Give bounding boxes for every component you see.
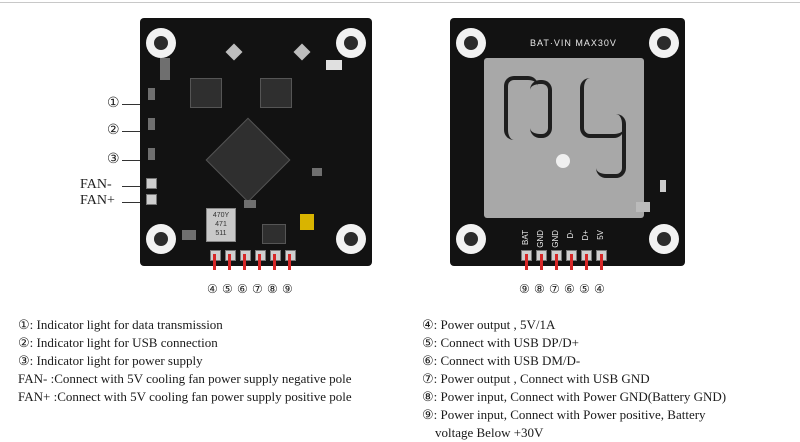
indicator-led-icon — [148, 88, 155, 100]
wire-icon — [243, 254, 246, 270]
mount-hole-icon — [456, 224, 486, 254]
leader-line-fan-minus — [122, 186, 146, 187]
legend-item: voltage Below +30V — [422, 425, 544, 440]
pin-label-d-plus: D+ — [581, 230, 590, 241]
label-indicator-2: ② — [107, 123, 120, 138]
trace-line — [580, 78, 624, 138]
inductor-text: 471 — [215, 221, 227, 228]
led-icon — [225, 43, 243, 61]
trace-line — [596, 114, 626, 178]
trace-line — [530, 80, 552, 138]
legend-item: ④: Power output , 5V/1A — [422, 317, 556, 332]
inductor-icon: 470Y 471 511 — [206, 208, 236, 242]
led-icon — [293, 43, 311, 61]
pin-number: ⑤ — [579, 282, 590, 296]
mount-hole-icon — [336, 28, 366, 58]
pin-number: ⑨ — [282, 282, 293, 296]
wire-icon — [555, 254, 558, 270]
pin-number: ④ — [207, 282, 218, 296]
pin-number: ⑧ — [267, 282, 278, 296]
smd-part-icon — [182, 230, 196, 240]
leader-line-2 — [122, 131, 146, 132]
legend-item: ③: Indicator light for power supply — [18, 353, 203, 368]
pin-number: ⑥ — [237, 282, 248, 296]
wire-icon — [570, 254, 573, 270]
pin-label-gnd: GND — [536, 230, 545, 248]
wire-icon — [525, 254, 528, 270]
copper-shield-area — [484, 58, 644, 218]
regulator-chip-icon — [190, 78, 222, 108]
leader-line-fan-plus — [122, 202, 146, 203]
mount-hole-icon — [649, 28, 679, 58]
pin-number: ⑥ — [564, 282, 575, 296]
pin-number: ⑤ — [222, 282, 233, 296]
fan-pad-icon — [146, 194, 157, 205]
legend-item: FAN+ :Connect with 5V cooling fan power … — [18, 389, 352, 404]
fan-pad-icon — [146, 178, 157, 189]
leader-line-3 — [122, 160, 146, 161]
pin-number: ⑨ — [519, 282, 530, 296]
usb-chip-icon — [262, 224, 286, 244]
label-pad-icon — [326, 60, 342, 70]
regulator-chip-icon — [260, 78, 292, 108]
smd-part-icon — [660, 180, 666, 192]
top-divider — [0, 2, 800, 3]
indicator-led-icon — [148, 118, 155, 130]
indicator-led-icon — [148, 148, 155, 160]
legend-item: ⑥: Connect with USB DM/D- — [422, 353, 581, 368]
pin-number: ⑦ — [252, 282, 263, 296]
smd-part-icon — [636, 202, 650, 212]
leader-line-1 — [122, 104, 146, 105]
via-icon — [556, 154, 570, 168]
legend-item: ②: Indicator light for USB connection — [18, 335, 218, 350]
legend-left: ①: Indicator light for data transmission… — [18, 316, 352, 406]
smd-part-icon — [244, 200, 256, 208]
capacitor-icon — [300, 214, 314, 230]
wire-icon — [585, 254, 588, 270]
wire-icon — [288, 254, 291, 270]
inductor-text: 470Y — [212, 212, 230, 219]
legend-item: ⑨: Power input, Connect with Power posit… — [422, 407, 706, 422]
mount-hole-icon — [146, 224, 176, 254]
wire-icon — [540, 254, 543, 270]
pin-label-d-minus: D- — [566, 230, 575, 239]
mount-hole-icon — [456, 28, 486, 58]
label-indicator-3: ③ — [107, 152, 120, 167]
wire-icon — [600, 254, 603, 270]
label-fan-plus: FAN+ — [80, 193, 115, 208]
legend-item: ⑧: Power input, Connect with Power GND(B… — [422, 389, 727, 404]
pin-label-gnd: GND — [551, 230, 560, 248]
back-pcb: BAT·VIN MAX30V BAT GND GND D- D+ 5V — [450, 18, 685, 266]
mount-hole-icon — [336, 224, 366, 254]
pin-number: ⑦ — [549, 282, 560, 296]
legend-item: ⑤: Connect with USB DP/D+ — [422, 335, 579, 350]
smd-part-icon — [312, 168, 322, 176]
mount-hole-icon — [649, 224, 679, 254]
wire-icon — [258, 254, 261, 270]
legend-item: ⑦: Power output , Connect with USB GND — [422, 371, 650, 386]
pin-label-bat: BAT — [521, 230, 530, 245]
pin-number: ⑧ — [534, 282, 545, 296]
inductor-text: 511 — [215, 230, 227, 237]
pin-label-5v: 5V — [596, 230, 605, 240]
wire-icon — [273, 254, 276, 270]
wire-icon — [213, 254, 216, 270]
smd-part-icon — [160, 58, 170, 80]
label-fan-minus: FAN- — [80, 177, 112, 192]
label-indicator-1: ① — [107, 96, 120, 111]
silkscreen-voltage: BAT·VIN MAX30V — [530, 38, 617, 48]
pin-number: ④ — [594, 282, 605, 296]
mount-hole-icon — [146, 28, 176, 58]
legend-item: ①: Indicator light for data transmission — [18, 317, 223, 332]
legend-right: ④: Power output , 5V/1A ⑤: Connect with … — [422, 316, 726, 442]
legend-item: FAN- :Connect with 5V cooling fan power … — [18, 371, 352, 386]
front-pcb: 470Y 471 511 — [140, 18, 372, 266]
mcu-chip-icon — [205, 117, 291, 203]
trace-line — [504, 76, 538, 140]
wire-icon — [228, 254, 231, 270]
